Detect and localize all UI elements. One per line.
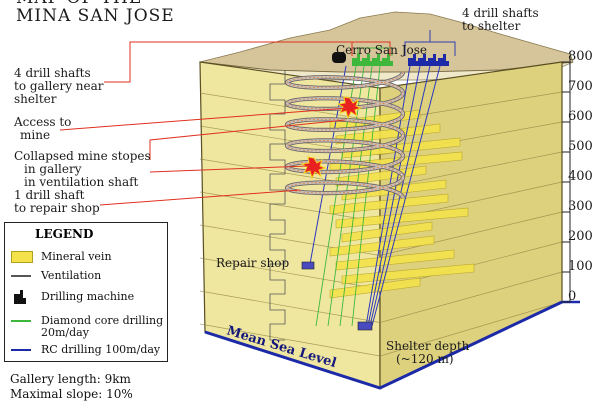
shelter-depth-label: Shelter depth <box>386 339 470 353</box>
diagram-title-line1: MAP OF THE <box>16 0 142 8</box>
drilling-machine-icon <box>372 54 383 66</box>
legend-item-label: Mineral vein <box>41 250 112 263</box>
diamond-drill-line <box>351 65 381 327</box>
maximal-slope-text: Maximal slope: 10% <box>10 387 133 401</box>
drilling-machines <box>352 54 449 66</box>
stratum-line <box>199 301 563 357</box>
depth-scale: 800 700 600 500 400 300 200 100 0 <box>562 49 593 304</box>
mineral-vein <box>329 109 421 131</box>
legend-item-label: Drilling machine <box>41 290 135 303</box>
drilling-machine-icon <box>382 54 393 66</box>
repair-shop-label: Repair shop <box>216 256 289 270</box>
depth-tick-label: 700 <box>568 79 593 94</box>
diagram-title-line2: MINA SAN JOSE <box>16 6 175 26</box>
collapsed-label: Collapsed mine stopes <box>14 149 151 163</box>
drilling-machine-icon <box>362 54 373 66</box>
mineral-vein <box>329 235 435 257</box>
depth-tick-label: 200 <box>568 229 593 244</box>
rc-drill-line <box>371 65 441 327</box>
drilling-machine-icon <box>428 54 439 66</box>
depth-tick-label: 300 <box>568 199 593 214</box>
gallery-shafts-label: to gallery near <box>14 79 104 93</box>
gallery-shafts-label: 4 drill shafts <box>14 66 91 80</box>
access-spiral <box>269 70 406 341</box>
depth-tick-label: 600 <box>568 109 593 124</box>
legend: LEGEND Mineral vein Ventilation Drilling… <box>4 222 168 362</box>
repair-shaft-label: 1 drill shaft <box>14 188 85 202</box>
gallery-bracket <box>357 47 393 56</box>
cerro-label: Cerro San Jose <box>336 43 427 57</box>
ventilation-line-icon <box>11 275 31 277</box>
repair-shop-icon <box>301 261 315 270</box>
drilling-machine-icon <box>408 54 419 66</box>
red-leader-lines <box>59 41 391 206</box>
access-label: Access to <box>13 115 71 129</box>
shelter-depth-label: (~120 m) <box>396 352 454 366</box>
drilling-machine-icon <box>352 54 363 66</box>
shelter-shafts-label: 4 drill shafts <box>462 6 539 20</box>
gallery-shafts-label: shelter <box>14 92 57 106</box>
stratum-line <box>199 211 563 256</box>
yellow-vein-swatch <box>11 251 33 263</box>
mine-entrance-icon <box>332 52 346 63</box>
shelter-bracket <box>404 30 456 56</box>
depth-tick-label: 800 <box>568 49 593 64</box>
stratum-line <box>199 271 563 323</box>
access-label: mine <box>20 128 50 142</box>
mineral-vein <box>329 193 449 215</box>
depth-tick-label: 400 <box>568 169 593 184</box>
drilling-machine-icon <box>438 54 449 66</box>
mineral-vein <box>341 263 475 285</box>
legend-item-label: Diamond core drilling <box>41 314 164 327</box>
stratum-line <box>199 121 563 156</box>
mineral-vein <box>335 207 469 229</box>
repair-shaft-label: to repair shop <box>14 201 100 215</box>
collapsed-label: in ventilation shaft <box>24 175 139 189</box>
collapsed-label: in gallery <box>24 162 82 176</box>
ventilation-line <box>286 71 404 199</box>
mineral-vein <box>329 277 421 299</box>
sea-level-line <box>204 300 563 390</box>
gallery-length-text: Gallery length: 9km <box>10 372 131 386</box>
diamond-drill-line <box>339 65 373 327</box>
depth-tick-label: 100 <box>568 259 593 274</box>
green-line-icon <box>11 320 31 322</box>
legend-item-label: RC drilling 100m/day <box>41 343 161 356</box>
drilling-machine-icon <box>418 54 429 66</box>
shelter-icon <box>357 321 373 331</box>
rc-drill-line <box>367 65 421 327</box>
blue-line-icon <box>11 349 31 351</box>
collapse-explosion-icon <box>336 96 363 120</box>
collapse-explosion-icon <box>300 156 327 180</box>
legend-item-label: 20m/day <box>41 326 89 339</box>
legend-title: LEGEND <box>35 227 94 241</box>
depth-tick-label: 0 <box>568 289 576 304</box>
shelter-shafts-label: to shelter <box>462 19 521 33</box>
depth-tick-label: 500 <box>568 139 593 154</box>
legend-item-label: Ventilation <box>41 269 102 282</box>
